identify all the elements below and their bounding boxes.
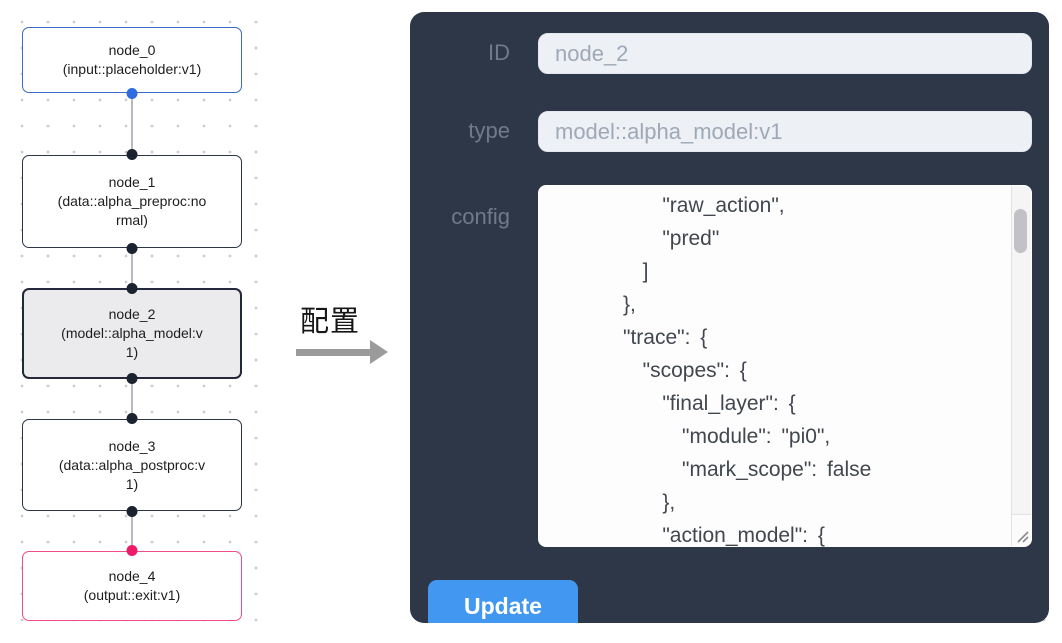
input-port[interactable] [126,283,138,294]
config-label: config [451,204,510,229]
edge-node2-node3 [131,379,133,419]
type-label: type [468,118,510,143]
edge-node0-node1 [131,93,133,155]
output-port[interactable] [126,373,138,384]
edge-node3-node4 [131,511,133,551]
node-subtitle: (data::alpha_postproc:v1) [58,456,206,492]
scrollbar-thumb[interactable] [1014,209,1027,253]
flow-node-node3[interactable]: node_3 (data::alpha_postproc:v1) [22,413,242,517]
scrollbar-track[interactable] [1011,186,1031,546]
node-subtitle: (input::placeholder:v1) [62,61,202,77]
edge-node1-node2 [131,248,133,288]
input-port[interactable] [126,545,138,556]
transition-area: 配置 [268,280,402,380]
output-port[interactable] [126,243,138,254]
node-subtitle: (data::alpha_preproc:normal) [57,193,207,228]
node-title: node_0 [108,42,156,58]
flow-node-node0[interactable]: node_0 (input::placeholder:v1) [22,27,242,99]
input-port[interactable] [126,413,138,424]
node-title: node_1 [108,174,156,190]
node-subtitle: (model::alpha_model:v1) [61,325,203,360]
config-panel: ID node_2 type model::alpha_model:v1 con… [410,12,1049,623]
type-input[interactable]: model::alpha_model:v1 [538,111,1032,152]
flow-node-node2-selected[interactable]: node_2 (model::alpha_model:v1) [22,283,242,384]
output-port[interactable] [126,88,138,99]
update-button[interactable]: Update [428,580,578,623]
id-label: ID [488,40,510,65]
node-title: node_4 [108,568,156,584]
id-input[interactable]: node_2 [538,33,1032,74]
node-subtitle: (output::exit:v1) [83,587,181,603]
resize-handle-icon[interactable] [1012,514,1031,546]
input-port[interactable] [126,149,138,160]
config-json-text[interactable]: "raw_action", "pred" ] }, "trace": { "sc… [623,194,872,547]
config-editor[interactable]: "raw_action", "pred" ] }, "trace": { "sc… [538,185,1032,547]
transition-label: 配置 [300,306,361,338]
node-title: node_3 [108,437,156,454]
right-arrow-icon [296,340,388,364]
flow-node-node1[interactable]: node_1 (data::alpha_preproc:normal) [22,149,242,254]
node-title: node_2 [108,306,156,322]
flow-node-node4[interactable]: node_4 (output::exit:v1) [22,545,242,621]
output-port[interactable] [126,506,138,517]
